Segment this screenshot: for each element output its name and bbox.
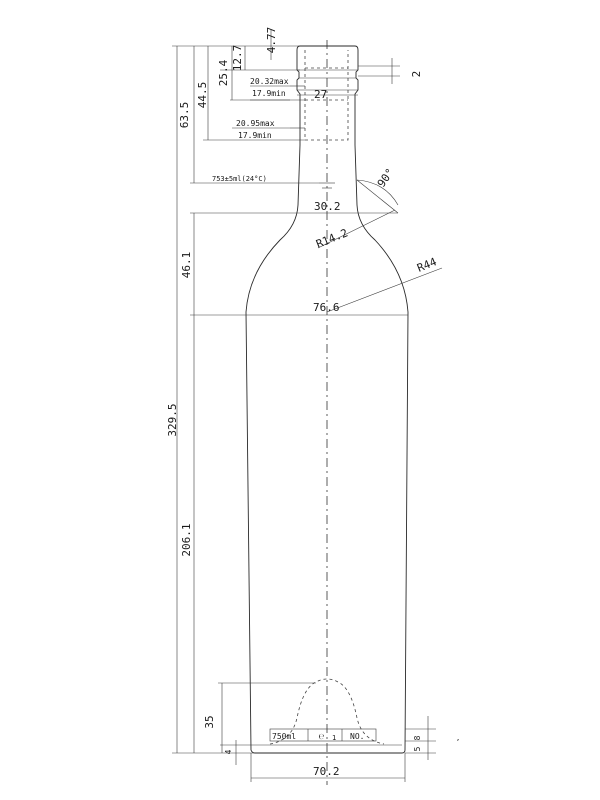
emboss-no: NO. [350,732,364,741]
side-gap-lines [358,58,400,84]
dim-punt-height: 35 [203,715,216,728]
radius-large-leader [326,267,443,313]
bore-top-min: 17.9min [252,89,286,98]
fill-level-label: 753±5ml(24°C) [212,175,267,183]
dim-body-diameter: 76.6 [313,301,340,314]
bottle-outline [245,45,409,754]
dim-radius-small: R14.2 [314,226,350,250]
radius-small-leader [317,209,396,249]
punt-outline [269,678,385,745]
dim-neck-diameter: 27 [314,88,327,101]
angle-arc [356,179,399,206]
dim-radius-large: R44 [415,255,439,275]
emboss-volume: 750ml [272,732,296,741]
base-right-lines [405,716,436,760]
dim-top-ring: 4.77 [265,27,278,54]
corner-mark: , [456,734,460,742]
base-diameter-lines [250,753,406,782]
dim-body-height: 206.1 [180,523,193,556]
dim-shoulder-height: 46.1 [180,252,193,279]
emboss-symbol: ℮ [319,732,324,741]
dim-total-height: 329.5 [166,403,179,436]
bore-low-min: 17.9min [238,131,272,140]
dim-neck-height: 63.5 [178,102,191,129]
bore-top-note [250,85,305,101]
dim-side-gap: 2 [410,71,423,78]
dim-shoulder-angle: 90° [375,166,397,190]
dim-base-right-8: 8 [413,735,422,740]
dim-base-diameter: 70.2 [313,765,340,778]
dim-finish: 25.4 [217,59,230,86]
emboss-band [269,728,377,742]
vertical-dimensions [172,30,319,765]
dim-base-height: 4 [224,749,233,754]
dim-shoulder-top: 30.2 [314,200,341,213]
bore-low-max: 20.95max [236,119,275,128]
emboss-mark: 1 [332,734,336,742]
bore-top-max: 20.32max [250,77,289,86]
dim-base-right-5: 5 [413,746,422,751]
dim-lip: 12.7 [231,45,244,72]
dim-neck-upper: 44.5 [196,82,209,109]
